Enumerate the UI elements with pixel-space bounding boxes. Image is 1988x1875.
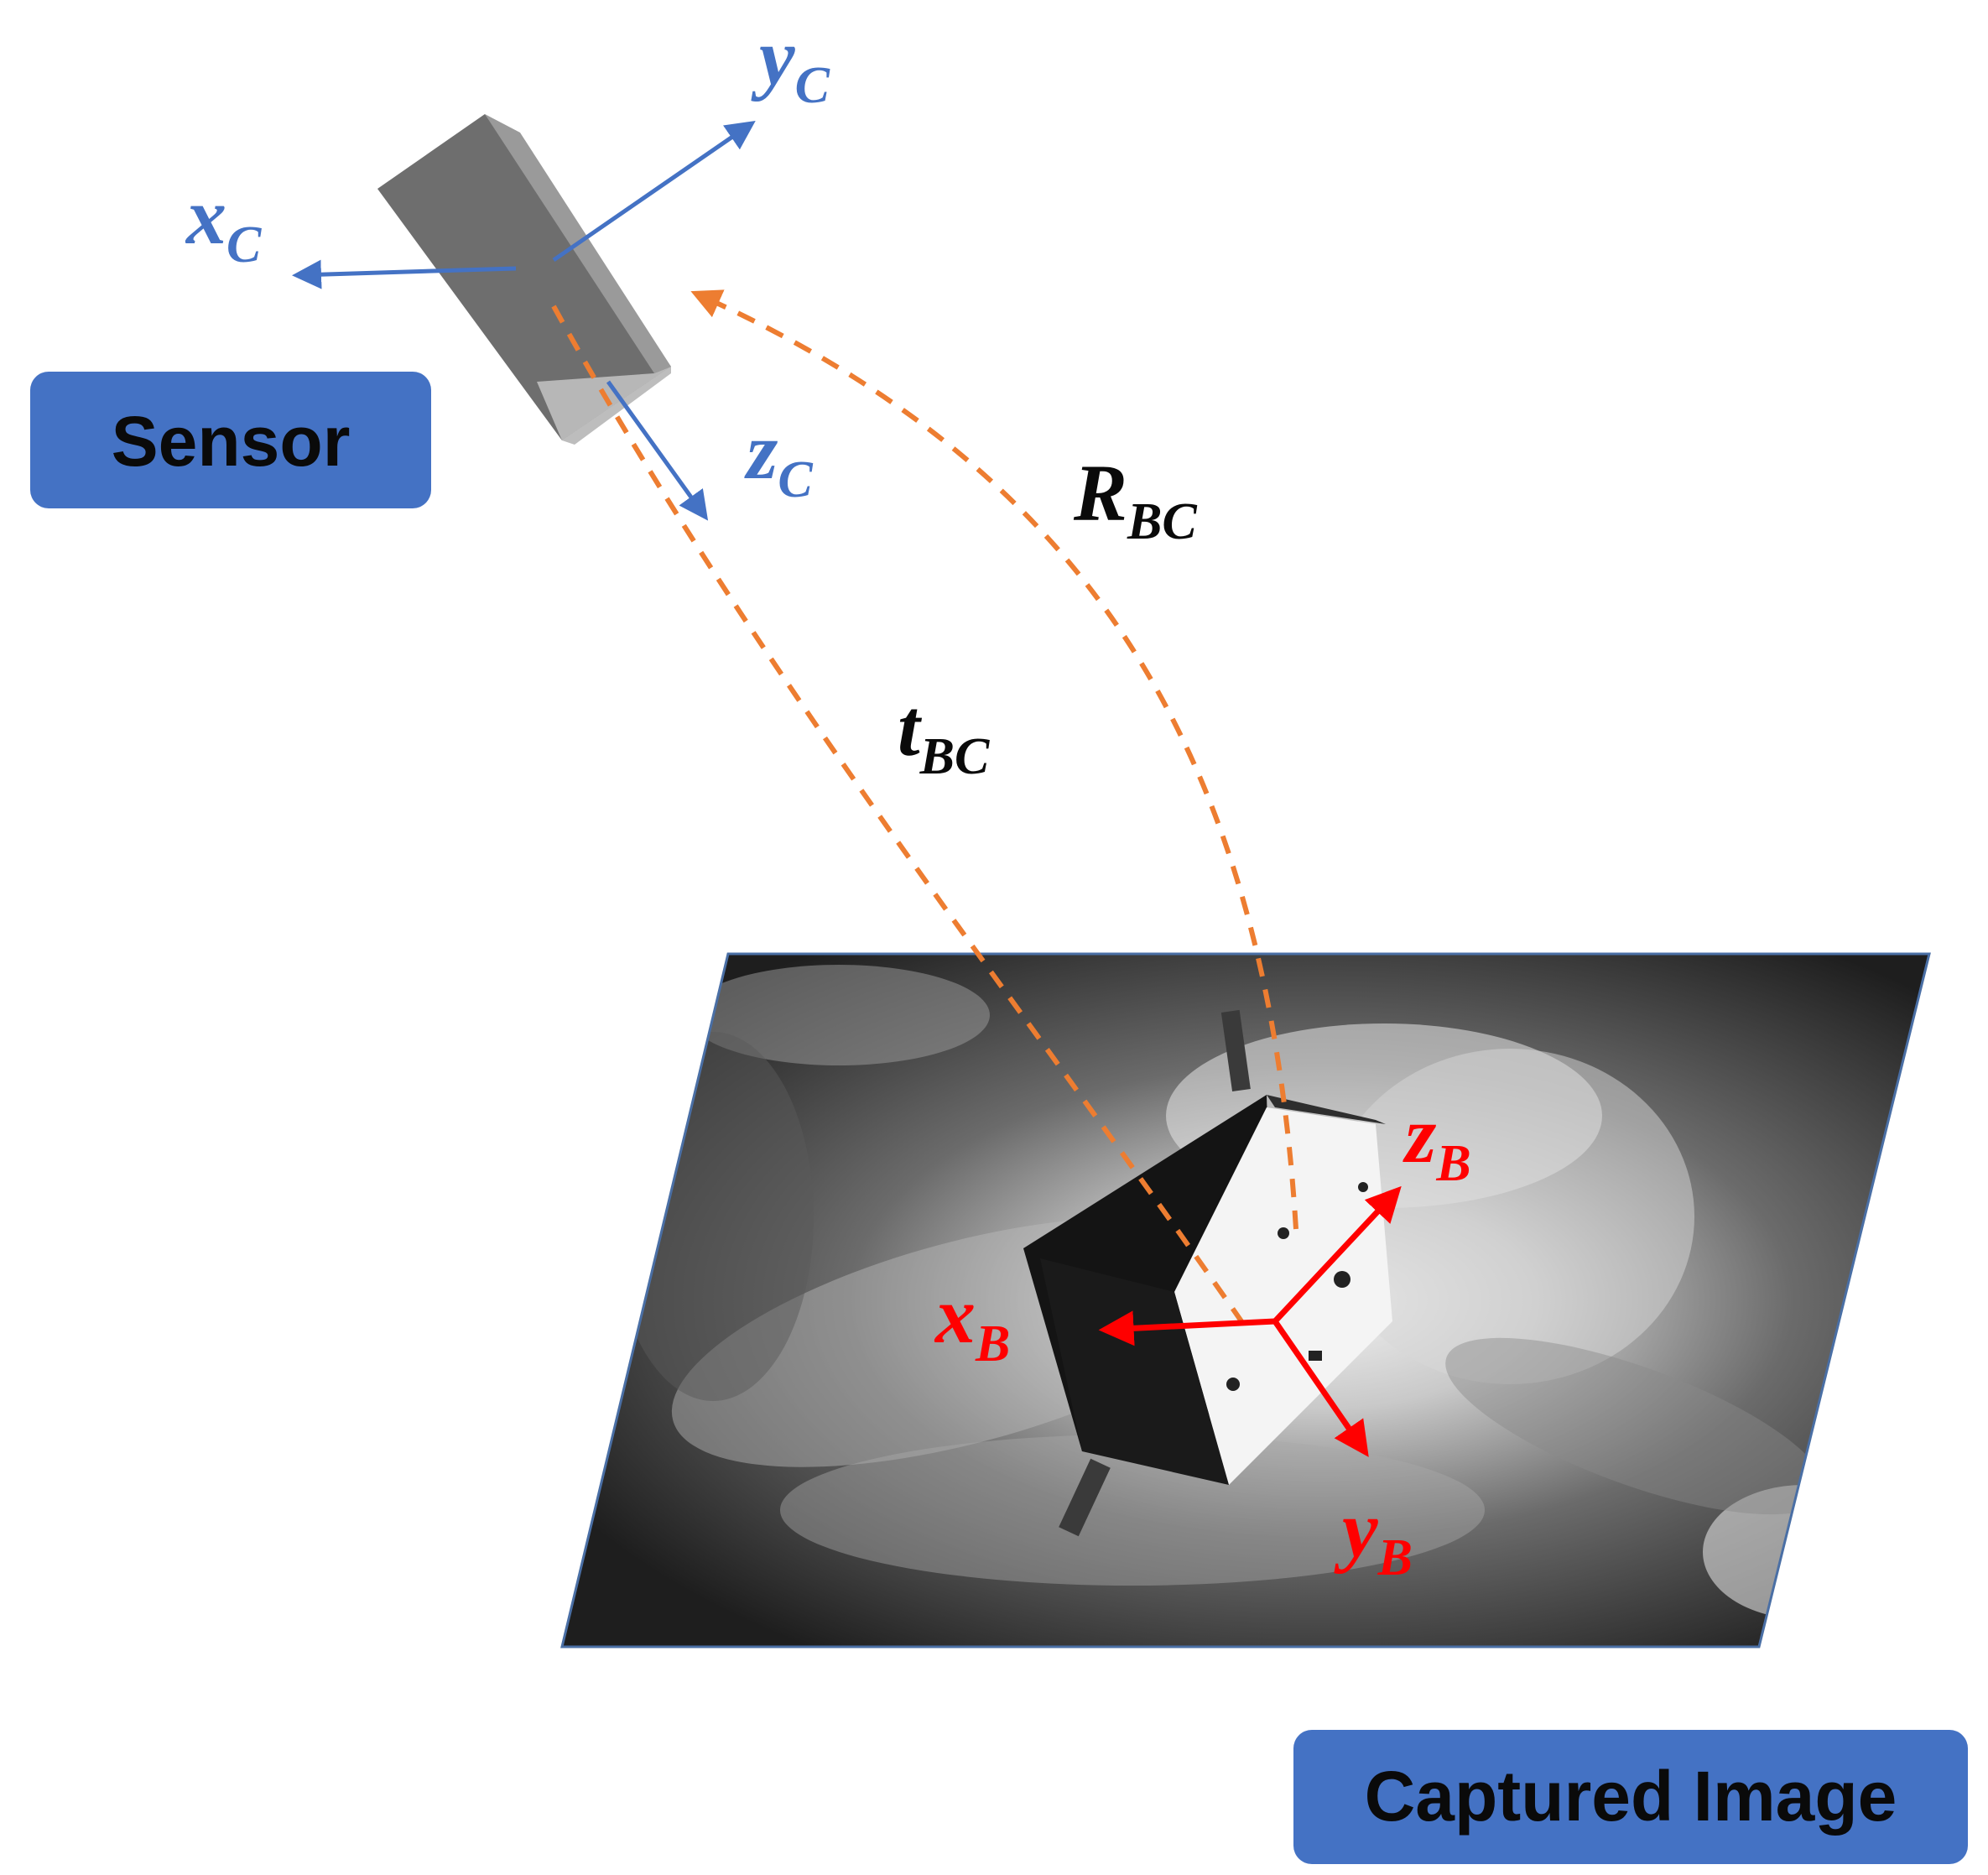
camera-y-axis-arrow (552, 121, 756, 263)
body-axes (1098, 1185, 1402, 1457)
camera-z-label: zC (744, 406, 813, 508)
captured-image-label: Captured Image (1365, 1757, 1897, 1836)
body-y-axis-arrow (1272, 1320, 1369, 1457)
body-z-axis-arrow (1272, 1185, 1402, 1324)
satellite-icon (1023, 1009, 1392, 1537)
sensor-label: Sensor (112, 402, 351, 481)
translation-dashed-line (551, 305, 1244, 1323)
camera-y-label: yC (751, 12, 830, 114)
body-z-label: zB (1403, 1090, 1471, 1192)
body-x-axis-arrow (1098, 1310, 1276, 1346)
sensor-label-box: Sensor (30, 372, 431, 508)
camera-z-axis-arrow (606, 380, 709, 521)
rotation-label: RBC (1073, 448, 1197, 550)
captured-image-label-box: Captured Image (1293, 1730, 1968, 1864)
translation-label: tBC (898, 683, 990, 785)
rotation-dashed-arc (690, 289, 1298, 1230)
camera-axes (292, 121, 756, 521)
camera-x-axis-arrow (292, 259, 517, 289)
body-x-label: xB (934, 1270, 1010, 1372)
camera-x-label: xC (185, 171, 262, 273)
